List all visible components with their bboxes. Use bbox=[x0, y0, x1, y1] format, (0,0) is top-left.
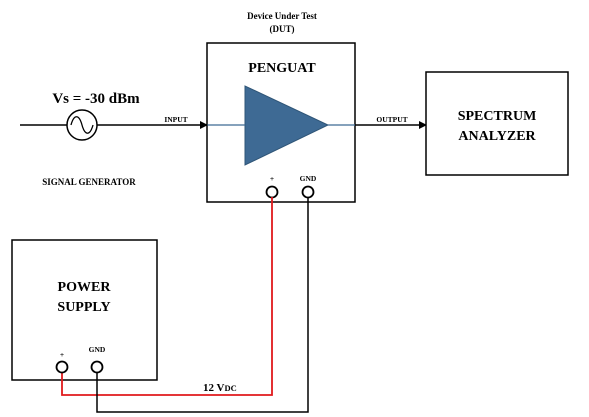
power-supply-box bbox=[11, 239, 158, 381]
spectrum-analyzer-label-line1: SPECTRUM bbox=[458, 109, 537, 124]
signal-generator-label: SIGNAL GENERATOR bbox=[42, 177, 136, 187]
dut-title: PENGUAT bbox=[248, 61, 316, 76]
input-label: INPUT bbox=[164, 115, 187, 124]
power-supply-label-line1: POWER bbox=[58, 280, 112, 295]
source-power-label: Vs = -30 dBm bbox=[52, 91, 140, 107]
positive-supply-wire bbox=[61, 197, 273, 396]
dut-gnd-terminal bbox=[301, 185, 315, 199]
dut-gnd-label: GND bbox=[300, 174, 317, 183]
spectrum-analyzer-box bbox=[425, 71, 569, 176]
supply-voltage-label: 12 VDC bbox=[203, 382, 237, 394]
dut-caption: Device Under Test bbox=[247, 11, 317, 21]
dut-caption-abbrev: (DUT) bbox=[270, 24, 295, 34]
supply-gnd-label: GND bbox=[89, 345, 106, 354]
dut-plus-label: + bbox=[270, 174, 274, 183]
supply-gnd-terminal bbox=[90, 360, 104, 374]
ground-wire bbox=[96, 197, 309, 413]
sine-wave-icon bbox=[70, 116, 94, 134]
output-label: OUTPUT bbox=[376, 115, 407, 124]
supply-plus-label: + bbox=[60, 350, 64, 359]
dut-plus-terminal bbox=[265, 185, 279, 199]
supply-plus-terminal bbox=[55, 360, 69, 374]
power-supply-label-line2: SUPPLY bbox=[57, 300, 110, 315]
spectrum-analyzer-label-line2: ANALYZER bbox=[458, 129, 536, 144]
